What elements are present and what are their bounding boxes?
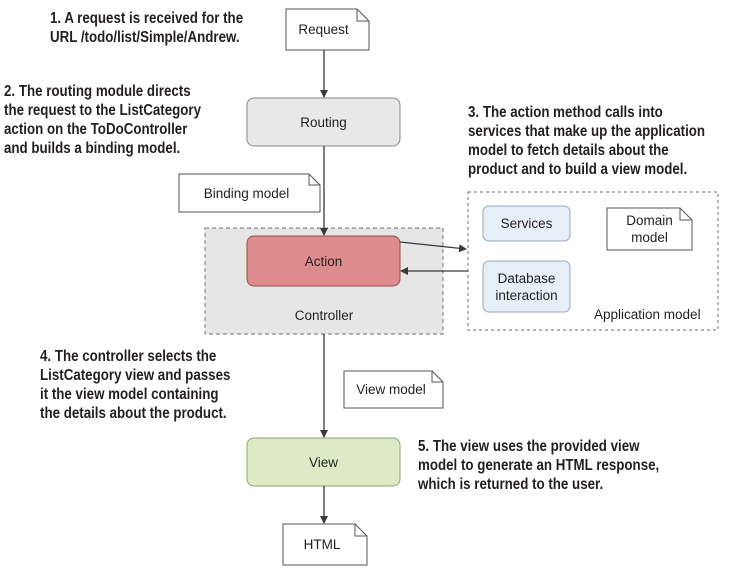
view-model-label: View model [356,382,426,397]
action-label: Action [304,253,343,269]
controller-label: Controller [294,307,354,323]
binding-model-label: Binding model [203,185,290,201]
request-label: Request [298,22,349,37]
services-label: Services [500,216,553,231]
database-interaction-box [482,260,571,313]
database-interaction-label: Database interaction [495,270,558,303]
view-model-document [343,370,444,409]
request-document [285,8,370,51]
application-model-label: Application model [594,306,701,322]
action-box [246,235,401,287]
step-2-note: 2. The routing module directs the reques… [4,83,202,157]
view-label: View [308,454,339,470]
routing-label: Routing [300,114,347,130]
html-label: HTML [303,537,341,552]
step-4-note: 4. The controller selects the ListCatego… [40,348,231,422]
domain-model-label: Domain model [626,213,673,245]
domain-model-document [606,207,693,251]
services-box [482,205,571,242]
arrow-action-to-application-model [399,241,467,253]
step-5-note: 5. The view uses the provided view model… [418,438,660,493]
step-1-note: 1. A request is received for the URL /to… [50,10,244,46]
html-document [282,523,368,566]
step-3-note: 3. The action method calls into services… [468,104,706,178]
binding-model-document [178,173,321,213]
